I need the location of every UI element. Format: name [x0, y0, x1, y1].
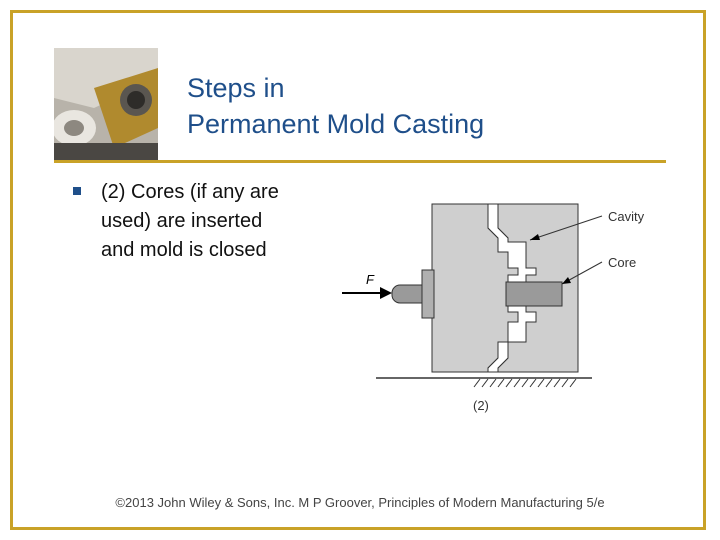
casting-photo-art	[54, 48, 158, 160]
casting-photo	[54, 48, 158, 160]
ground-hatching	[473, 378, 577, 388]
cavity-label: Cavity	[608, 209, 645, 224]
copyright-footer: ©2013 John Wiley & Sons, Inc. M P Groove…	[115, 495, 605, 510]
mold-diagram: F Cavity Core (2)	[342, 203, 645, 413]
bullet-text: (2) Cores (if any are used) are inserted…	[101, 181, 279, 261]
bullet-square-icon	[73, 187, 81, 195]
cavity-leader-arrow	[530, 234, 540, 240]
figure-caption: (2)	[473, 398, 489, 413]
slide-title: Steps in Permanent Mold Casting	[187, 70, 607, 142]
press-plate	[421, 269, 435, 319]
title-divider	[54, 160, 666, 163]
title-line-1: Steps in	[187, 73, 285, 103]
core-label: Core	[608, 255, 636, 270]
cavity-leader	[529, 215, 603, 241]
force-arrow-head	[380, 287, 392, 299]
core-leader-arrow	[562, 277, 571, 284]
force-label: F	[366, 272, 375, 287]
mold-core	[505, 281, 563, 307]
title-line-2: Permanent Mold Casting	[187, 109, 485, 139]
